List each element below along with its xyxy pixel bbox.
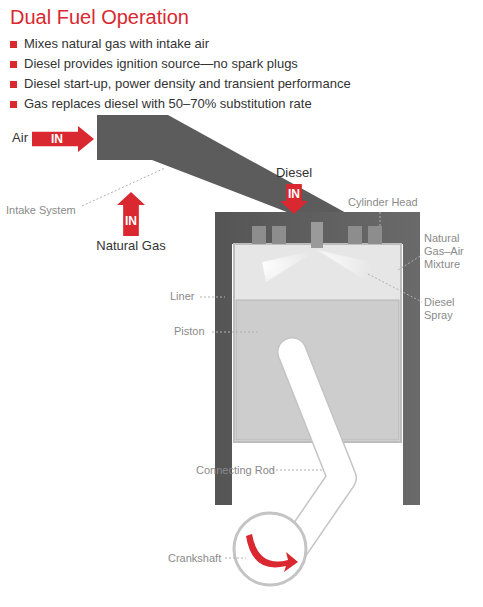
bullet-square bbox=[10, 41, 17, 48]
leader-line bbox=[380, 212, 381, 226]
arrow-shape bbox=[32, 126, 94, 152]
rotation-arrow bbox=[246, 534, 298, 572]
fuel-label: Diesel bbox=[276, 165, 312, 180]
fuel-label: Natural Gas bbox=[96, 238, 165, 253]
arrow-fill bbox=[117, 192, 145, 236]
in-arrow: DieselIN bbox=[280, 184, 308, 214]
exhaust-port bbox=[368, 226, 382, 244]
engine-block bbox=[215, 212, 420, 505]
intake-port bbox=[252, 226, 266, 244]
connecting-rod bbox=[292, 352, 342, 545]
bullet-text: Mixes natural gas with intake air bbox=[24, 36, 209, 51]
bullet-square bbox=[10, 61, 17, 68]
bullet-text: Diesel provides ignition source—no spark… bbox=[24, 56, 298, 71]
injector bbox=[311, 222, 323, 248]
exhaust-port bbox=[348, 226, 362, 244]
leader-line bbox=[225, 558, 246, 559]
leader-line bbox=[272, 470, 322, 471]
diesel-spray bbox=[262, 250, 317, 282]
diesel-spray bbox=[317, 250, 372, 282]
leader-line bbox=[368, 274, 422, 302]
leader-line bbox=[212, 332, 260, 333]
diagram-title: Dual Fuel Operation bbox=[10, 6, 189, 29]
bullet-text: Diesel start-up, power density and trans… bbox=[24, 76, 351, 91]
intake-port bbox=[272, 226, 286, 244]
part-label: Connecting Rod bbox=[196, 464, 275, 476]
arrow-fill bbox=[32, 126, 94, 152]
connecting-rod-outline bbox=[292, 352, 342, 545]
part-label: Cylinder Head bbox=[348, 196, 418, 208]
in-arrow: AirIN bbox=[32, 126, 94, 152]
arrow-label: IN bbox=[51, 132, 63, 146]
part-label: Intake System bbox=[6, 204, 76, 216]
arrow-label: IN bbox=[288, 187, 300, 201]
in-arrow: INNatural Gas bbox=[117, 192, 145, 236]
crankshaft bbox=[234, 513, 306, 585]
part-label: Diesel Spray bbox=[424, 296, 482, 322]
leader-line bbox=[200, 297, 225, 298]
part-label: Liner bbox=[170, 290, 194, 302]
part-label: Natural Gas–Air Mixture bbox=[424, 232, 482, 271]
arrow-label: IN bbox=[125, 214, 137, 228]
arrow-fill bbox=[280, 184, 308, 214]
bullet-text: Gas replaces diesel with 50–70% substitu… bbox=[24, 96, 312, 111]
part-label: Piston bbox=[174, 325, 205, 337]
part-label: Crankshaft bbox=[168, 552, 221, 564]
leader-line bbox=[398, 255, 422, 270]
bullet-square bbox=[10, 81, 17, 88]
fuel-label: Air bbox=[12, 130, 28, 145]
bullet-square bbox=[10, 101, 17, 108]
